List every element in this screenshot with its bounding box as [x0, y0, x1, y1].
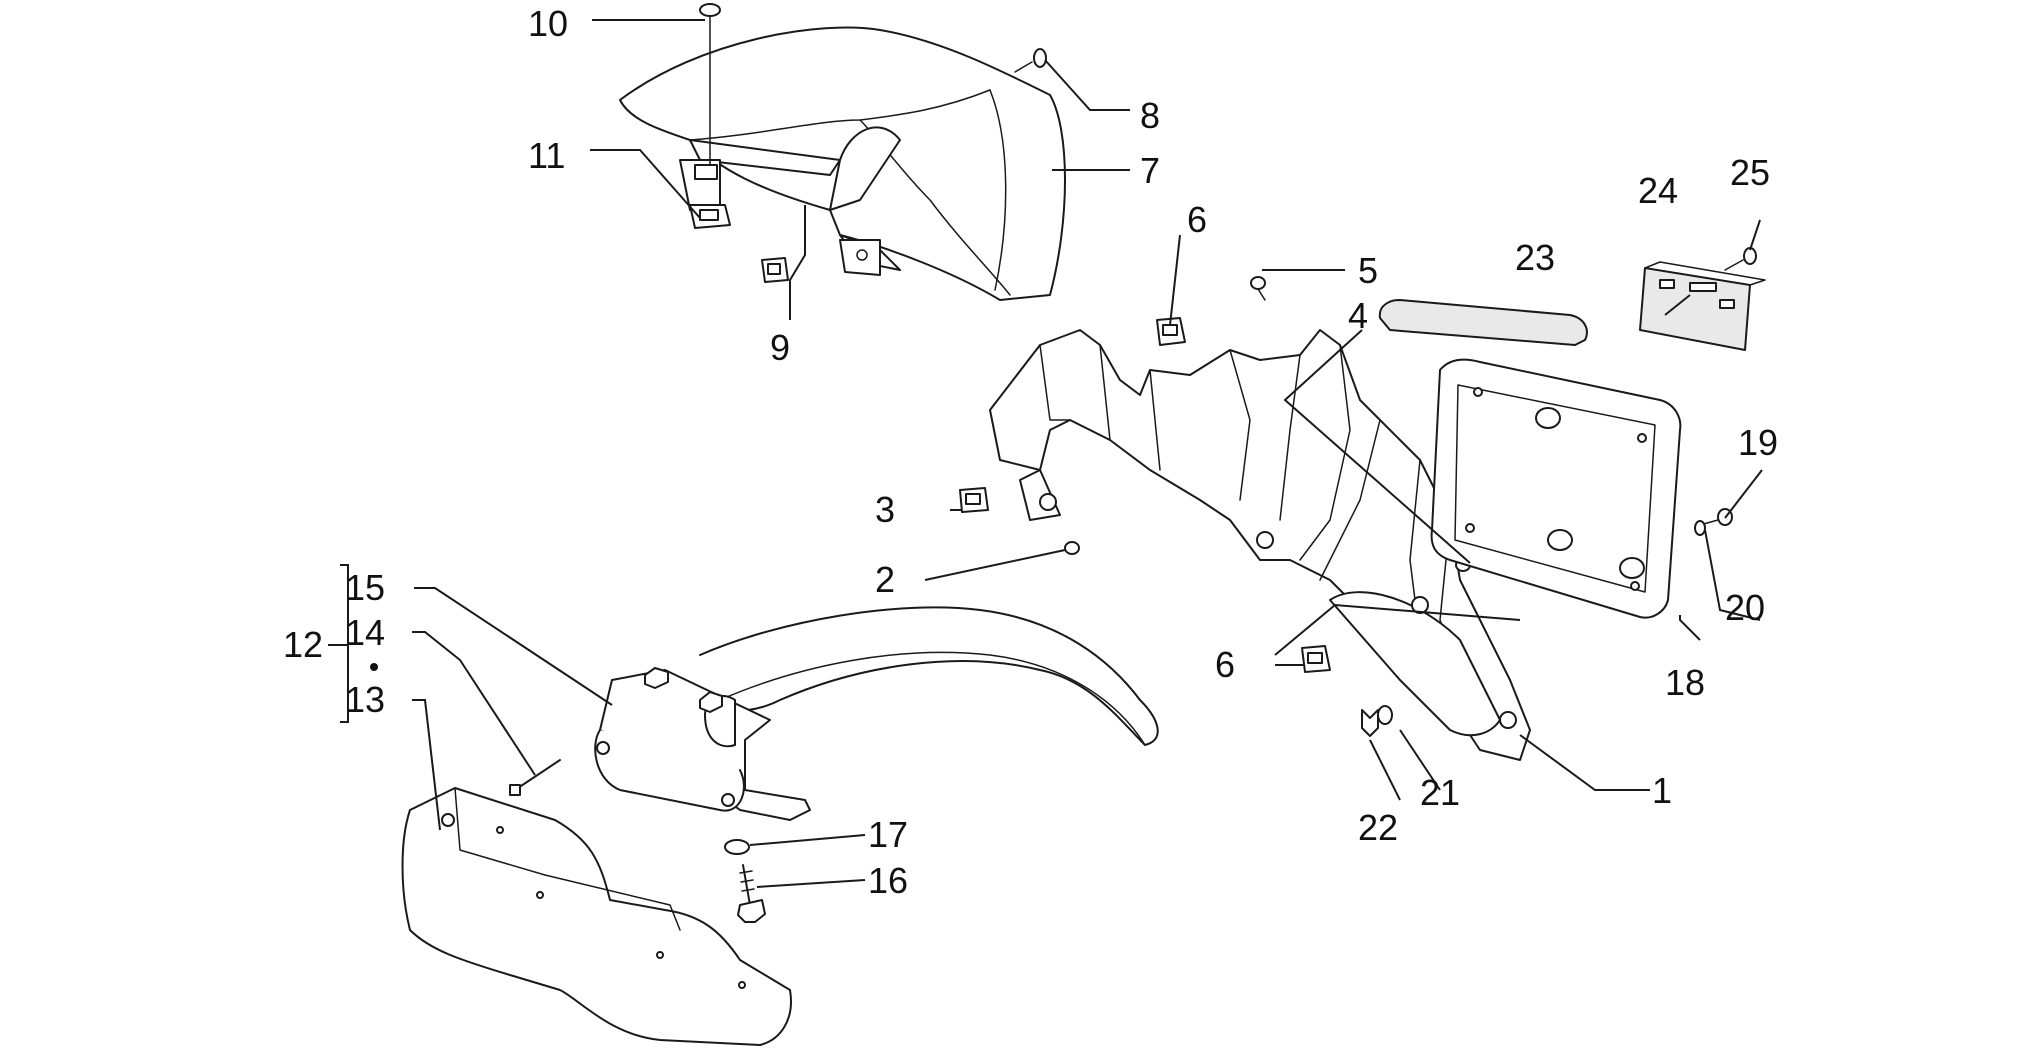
- callout-14: 14: [345, 612, 385, 653]
- callout-6-lower: 6: [1215, 644, 1235, 685]
- bolt-part-16: [737, 864, 766, 923]
- screw-part-2: [1064, 541, 1080, 555]
- callout-6-upper: 6: [1187, 199, 1207, 240]
- callout-2: 2: [875, 559, 895, 600]
- callout-24: 24: [1638, 170, 1678, 211]
- washer-part-20: [1694, 520, 1706, 536]
- callout-labels: 10 8 7 11 9 6 5 4 23 24 25 19 20 18 3 2 …: [283, 3, 1778, 901]
- leader-lines: [328, 19, 1763, 888]
- callout-4: 4: [1348, 295, 1368, 336]
- reflector-part-23: [1378, 299, 1588, 346]
- callout-22: 22: [1358, 807, 1398, 848]
- clip-part-11: [689, 204, 731, 229]
- bracket-part-24: [1639, 261, 1766, 351]
- callout-19: 19: [1738, 422, 1778, 463]
- callout-25: 25: [1730, 152, 1770, 193]
- screw-part-5: [1250, 276, 1266, 301]
- callout-23: 23: [1515, 237, 1555, 278]
- callout-16: 16: [868, 860, 908, 901]
- mudguard-bracket-part: [594, 606, 1159, 821]
- pin-part-14: [509, 759, 561, 796]
- callout-11: 11: [528, 135, 565, 176]
- callout-17: 17: [868, 814, 908, 855]
- rear-frame-part: [989, 329, 1531, 761]
- screw-part-19: [1699, 508, 1733, 526]
- washer-part-21: [1377, 705, 1393, 725]
- clip-part-9: [761, 257, 789, 283]
- callout-15: 15: [345, 567, 385, 608]
- mudflap-part-13: [401, 787, 792, 1046]
- clip-part-3: [959, 487, 989, 513]
- callout-3: 3: [875, 489, 895, 530]
- callout-9: 9: [770, 327, 790, 368]
- callout-10: 10: [528, 3, 568, 44]
- callout-7: 7: [1140, 150, 1160, 191]
- callout-13: 13: [345, 679, 385, 720]
- callout-1: 1: [1652, 770, 1672, 811]
- screw-part-8: [1014, 48, 1047, 73]
- screw-part-10: [699, 3, 721, 166]
- callout-21: 21: [1420, 772, 1460, 813]
- callout-5: 5: [1358, 250, 1378, 291]
- nut-part-22: [1361, 709, 1379, 737]
- screw-part-25: [1724, 247, 1757, 271]
- clip-part-6-upper: [1156, 317, 1186, 346]
- callout-18: 18: [1665, 662, 1705, 703]
- callout-12: 12: [283, 624, 323, 665]
- callout-20: 20: [1725, 587, 1765, 628]
- rear-fairing-part: [619, 26, 1066, 301]
- license-plate-holder-part: [1430, 358, 1682, 619]
- washer-part-17: [724, 839, 750, 855]
- clip-part-6-lower: [1301, 645, 1331, 673]
- reference-dot: [370, 663, 378, 671]
- callout-8: 8: [1140, 95, 1160, 136]
